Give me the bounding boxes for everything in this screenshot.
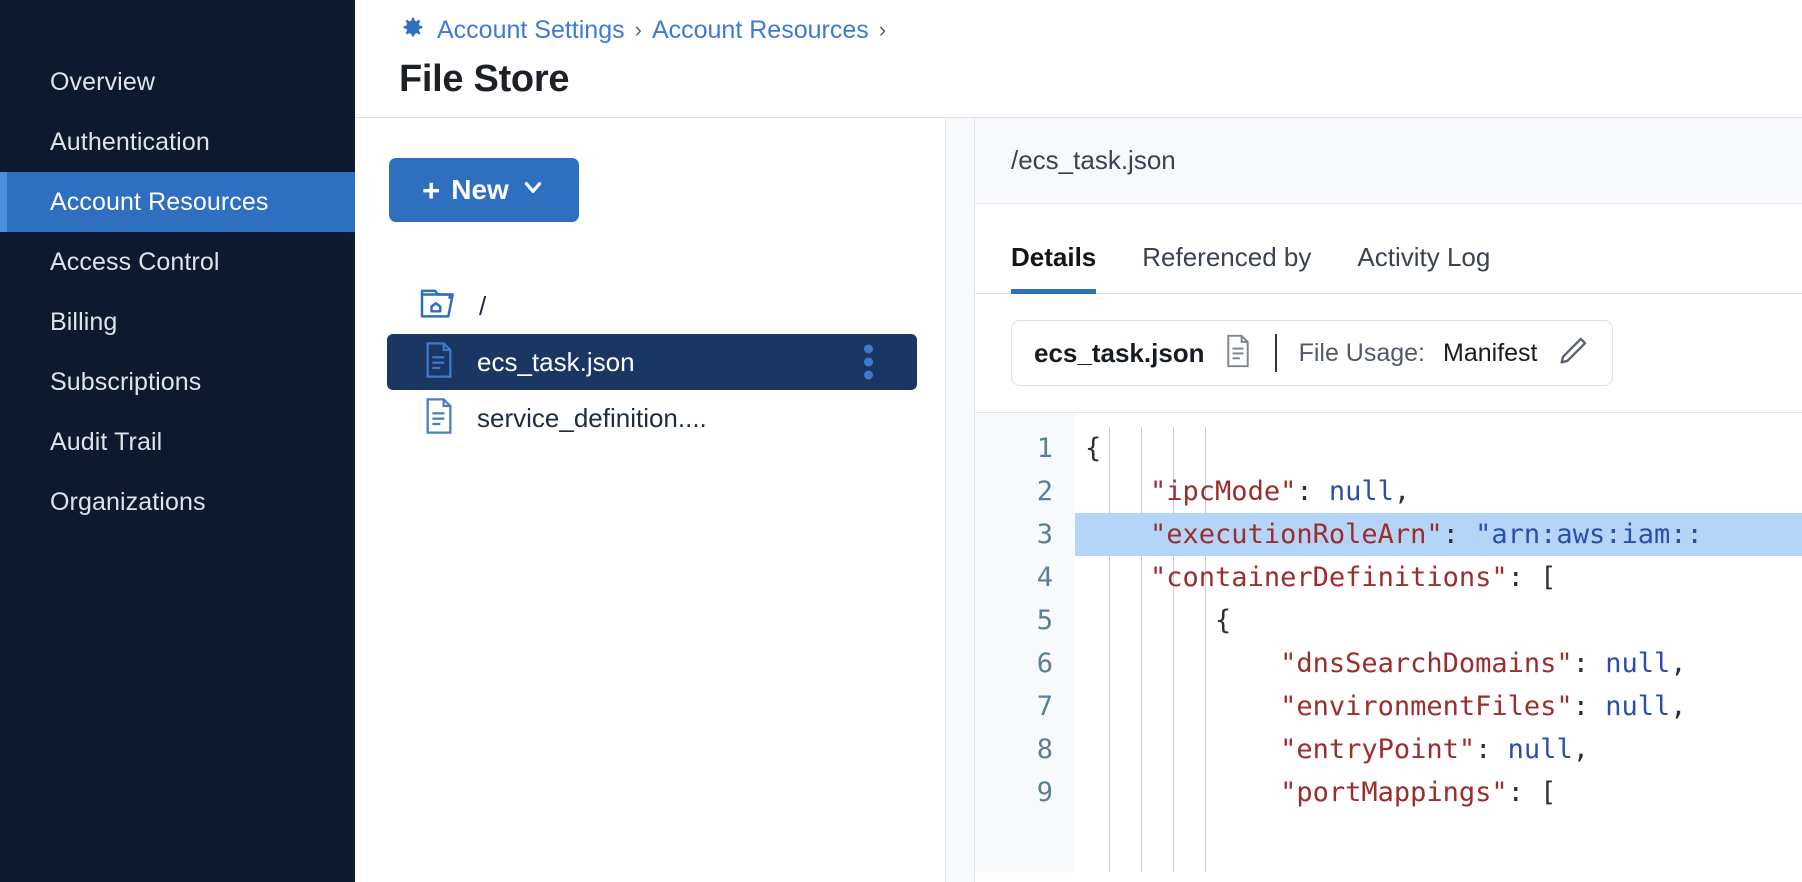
indent-guide (1141, 427, 1142, 872)
indent-guide (1109, 427, 1110, 872)
tab-referenced-by[interactable]: Referenced by (1142, 242, 1311, 294)
line-number: 4 (1036, 562, 1053, 593)
tree-file-row[interactable]: ecs_task.json (387, 334, 917, 390)
folder-home-icon (419, 285, 463, 328)
gear-icon (399, 16, 427, 44)
usage-label: File Usage: (1298, 338, 1426, 367)
file-path: /ecs_task.json (1011, 145, 1176, 175)
code-line[interactable]: "entryPoint": null, (1280, 734, 1589, 765)
code-line[interactable]: "portMappings": [ (1280, 777, 1557, 808)
file-tree: / ecs_task.json service_definition.... (387, 278, 945, 446)
line-number: 8 (1036, 734, 1053, 765)
tab-label: Details (1011, 242, 1097, 272)
code-line[interactable]: "containerDefinitions": [ (1150, 562, 1557, 593)
tree-file-row[interactable]: service_definition.... (387, 390, 917, 446)
tab-activity-log[interactable]: Activity Log (1357, 242, 1490, 294)
code-line[interactable]: "executionRoleArn": "arn:aws:iam:: (1075, 513, 1802, 556)
indent-guide (1173, 427, 1174, 872)
tree-file-label: ecs_task.json (477, 346, 635, 377)
tab-label: Referenced by (1142, 242, 1312, 272)
page-header: Account Settings › Account Resources › F… (355, 0, 1802, 118)
pane-resize-handle[interactable] (945, 118, 975, 882)
code-line[interactable]: "ipcMode": null, (1150, 476, 1411, 507)
sidebar-item-authentication[interactable]: Authentication (0, 112, 355, 172)
sidebar-item-organizations[interactable]: Organizations (0, 472, 355, 532)
usage-file-name: ecs_task.json (1034, 337, 1205, 368)
tab-details[interactable]: Details (1011, 242, 1097, 294)
code-content[interactable]: { "ipcMode": null, "executionRoleArn": "… (1075, 413, 1802, 872)
document-icon (1223, 334, 1253, 373)
breadcrumb-item-account-settings[interactable]: Account Settings (437, 15, 625, 44)
sidebar-item-audit-trail[interactable]: Audit Trail (0, 412, 355, 472)
file-usage-card: ecs_task.json File Usage: Manifest (1011, 320, 1613, 386)
new-button[interactable]: + New (389, 158, 579, 222)
sidebar-item-label: Overview (50, 67, 155, 96)
breadcrumb-separator-trailing: › (878, 17, 887, 42)
sidebar-item-label: Audit Trail (50, 427, 163, 456)
pencil-icon[interactable] (1556, 334, 1590, 373)
sidebar-item-label: Organizations (50, 487, 206, 516)
code-line[interactable]: { (1085, 605, 1232, 636)
breadcrumb: Account Settings › Account Resources › (399, 8, 1802, 52)
usage-divider (1274, 334, 1277, 372)
usage-value: Manifest (1443, 338, 1538, 367)
code-line[interactable]: { (1085, 433, 1102, 464)
file-path-bar: /ecs_task.json (975, 118, 1802, 204)
line-number: 3 (1036, 519, 1053, 550)
file-icon (423, 341, 455, 384)
line-number: 5 (1036, 605, 1053, 636)
code-line[interactable]: "environmentFiles": null, (1280, 691, 1687, 722)
tree-root-label: / (479, 290, 487, 321)
tab-label: Activity Log (1357, 242, 1491, 272)
usage-section: ecs_task.json File Usage: Manifest (975, 294, 1802, 412)
line-number: 1 (1036, 433, 1053, 464)
breadcrumb-item-account-resources[interactable]: Account Resources (651, 15, 869, 44)
code-line[interactable]: "dnsSearchDomains": null, (1280, 648, 1687, 679)
plus-icon: + (422, 172, 441, 208)
sidebar-item-label: Authentication (50, 127, 210, 156)
file-tree-pane: + New / ecs_task.json service_definition..… (355, 118, 945, 882)
line-number: 9 (1036, 777, 1053, 808)
main-content: Account Settings › Account Resources › F… (355, 0, 1802, 882)
sidebar-item-label: Subscriptions (50, 367, 202, 396)
tree-file-label: service_definition.... (477, 402, 707, 433)
line-number: 6 (1036, 648, 1053, 679)
code-editor[interactable]: 1 2 3 4 5 6 7 8 9 { "ipcMode": null, "executionR… (975, 412, 1802, 872)
kebab-menu-icon[interactable] (864, 344, 873, 380)
line-number: 2 (1036, 476, 1053, 507)
breadcrumb-separator: › (634, 17, 642, 42)
sidebar-item-label: Access Control (50, 247, 220, 276)
sidebar-item-account-resources[interactable]: Account Resources (0, 172, 355, 232)
tree-root-row[interactable]: / (387, 278, 945, 334)
details-tabs: Details Referenced by Activity Log (975, 204, 1802, 294)
sidebar-item-subscriptions[interactable]: Subscriptions (0, 352, 355, 412)
file-icon (423, 397, 455, 440)
sidebar-item-overview[interactable]: Overview (0, 52, 355, 112)
sidebar-item-label: Billing (50, 307, 118, 336)
sidebar-item-billing[interactable]: Billing (0, 292, 355, 352)
page-title: File Store (399, 58, 570, 100)
chevron-down-icon (520, 174, 546, 207)
details-pane: /ecs_task.json Details Referenced by Activ… (975, 118, 1802, 882)
sidebar-item-label: Account Resources (50, 187, 269, 216)
line-number-gutter: 1 2 3 4 5 6 7 8 9 (975, 413, 1075, 872)
new-button-label: New (451, 174, 509, 205)
line-number: 7 (1036, 691, 1053, 722)
indent-guide (1205, 427, 1206, 872)
sidebar-item-access-control[interactable]: Access Control (0, 232, 355, 292)
